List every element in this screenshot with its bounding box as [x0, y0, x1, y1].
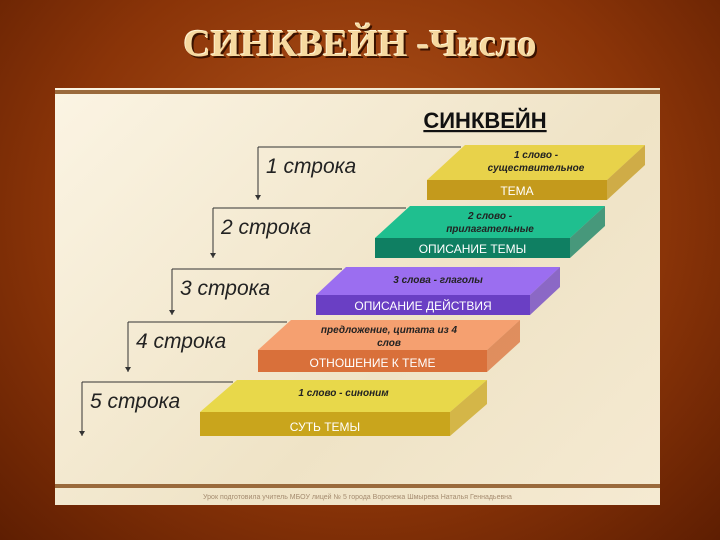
row-label: 3 строка: [180, 277, 270, 300]
step-description: 3 слова - глаголы: [393, 275, 483, 286]
step-top-face: [316, 267, 560, 295]
step-top-face: [427, 145, 645, 180]
row-label: 2 строка: [220, 216, 311, 239]
step-description-line2: прилагательные: [446, 224, 534, 235]
step-front-label: ОТНОШЕНИЕ К ТЕМЕ: [310, 356, 436, 370]
step-description: 2 слово -: [467, 211, 513, 222]
step-front-label: ОПИСАНИЕ ТЕМЫ: [419, 242, 527, 256]
slide-title: СИНКВЕЙН -Число: [183, 23, 537, 65]
step-front-face: [375, 238, 570, 258]
arrow-head: [169, 310, 175, 315]
row-label: 5 строка: [90, 390, 180, 413]
step-front-face: [316, 295, 530, 315]
step-description: 1 слово -: [514, 150, 559, 161]
row-label: 1 строка: [266, 155, 356, 178]
step-side-face: [607, 145, 645, 200]
step-top-face: [200, 380, 487, 412]
step-side-face: [487, 320, 520, 372]
step-front-face: [258, 350, 487, 372]
step-description: предложение, цитата из 4: [321, 325, 458, 336]
step-side-face: [530, 267, 560, 315]
step-top-face: [375, 206, 605, 238]
footer-credit: Урок подготовила учитель МБОУ лицей № 5 …: [203, 494, 512, 501]
arrow-head: [125, 367, 131, 372]
step-front-label: СУТЬ ТЕМЫ: [290, 420, 360, 434]
diagram-heading: СИНКВЕЙН: [423, 108, 546, 133]
step-front-label: ТЕМА: [500, 184, 533, 198]
step-front-face: [200, 412, 450, 436]
step-description: 1 слово - синоним: [298, 388, 389, 399]
top-border: [55, 90, 660, 94]
step-description-line2: слов: [377, 338, 401, 349]
row-label: 4 строка: [136, 330, 226, 353]
step-top-face: [258, 320, 520, 350]
arrow-head: [210, 253, 216, 258]
arrow-head: [255, 195, 261, 200]
arrow-head: [79, 431, 85, 436]
step-front-face: [427, 180, 607, 200]
bottom-border: [55, 484, 660, 488]
step-side-face: [450, 380, 487, 436]
step-front-label: ОПИСАНИЕ ДЕЙСТВИЯ: [354, 298, 491, 313]
step-description-line2: существительное: [488, 163, 585, 174]
step-side-face: [570, 206, 605, 258]
